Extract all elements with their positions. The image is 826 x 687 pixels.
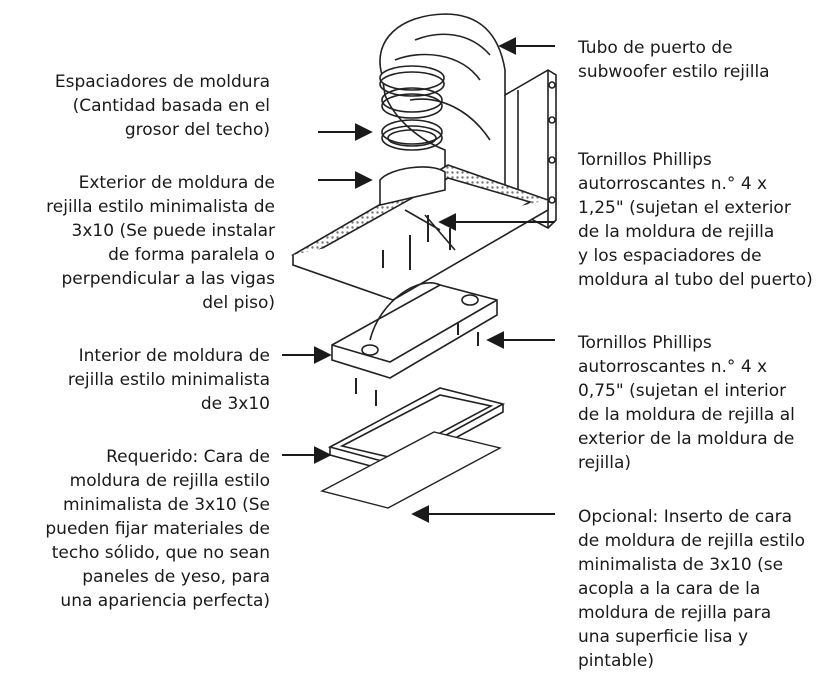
leader-arrows: [282, 37, 555, 523]
label-interior-trim: Interior de moldura de rejilla estilo mi…: [67, 346, 270, 414]
label-port-tube: Tubo de puerto de subwoofer estilo rejil…: [578, 38, 770, 82]
trim-spacers-part: [381, 87, 443, 151]
label-screws-125: Tornillos Phillips autorroscantes n.° 4 …: [578, 150, 813, 290]
label-required-face: Requerido: Cara de moldura de rejilla es…: [45, 447, 270, 611]
port-tube-part: [379, 13, 557, 229]
label-trim-spacers: Espaciadores de moldura (Cantidad basada…: [54, 72, 270, 140]
label-optional-insert: Opcional: Inserto de cara de moldura de …: [578, 507, 805, 671]
exterior-trim-part: [291, 164, 550, 301]
interior-trim-part: [331, 282, 498, 379]
label-exterior-trim: Exterior de moldura de rejilla estilo mi…: [46, 173, 275, 313]
screws-125-part: [382, 215, 451, 270]
label-screws-075: Tornillos Phillips autorroscantes n.° 4 …: [578, 333, 795, 473]
optional-insert-part: [320, 431, 502, 509]
screws-075-part: [355, 323, 479, 406]
